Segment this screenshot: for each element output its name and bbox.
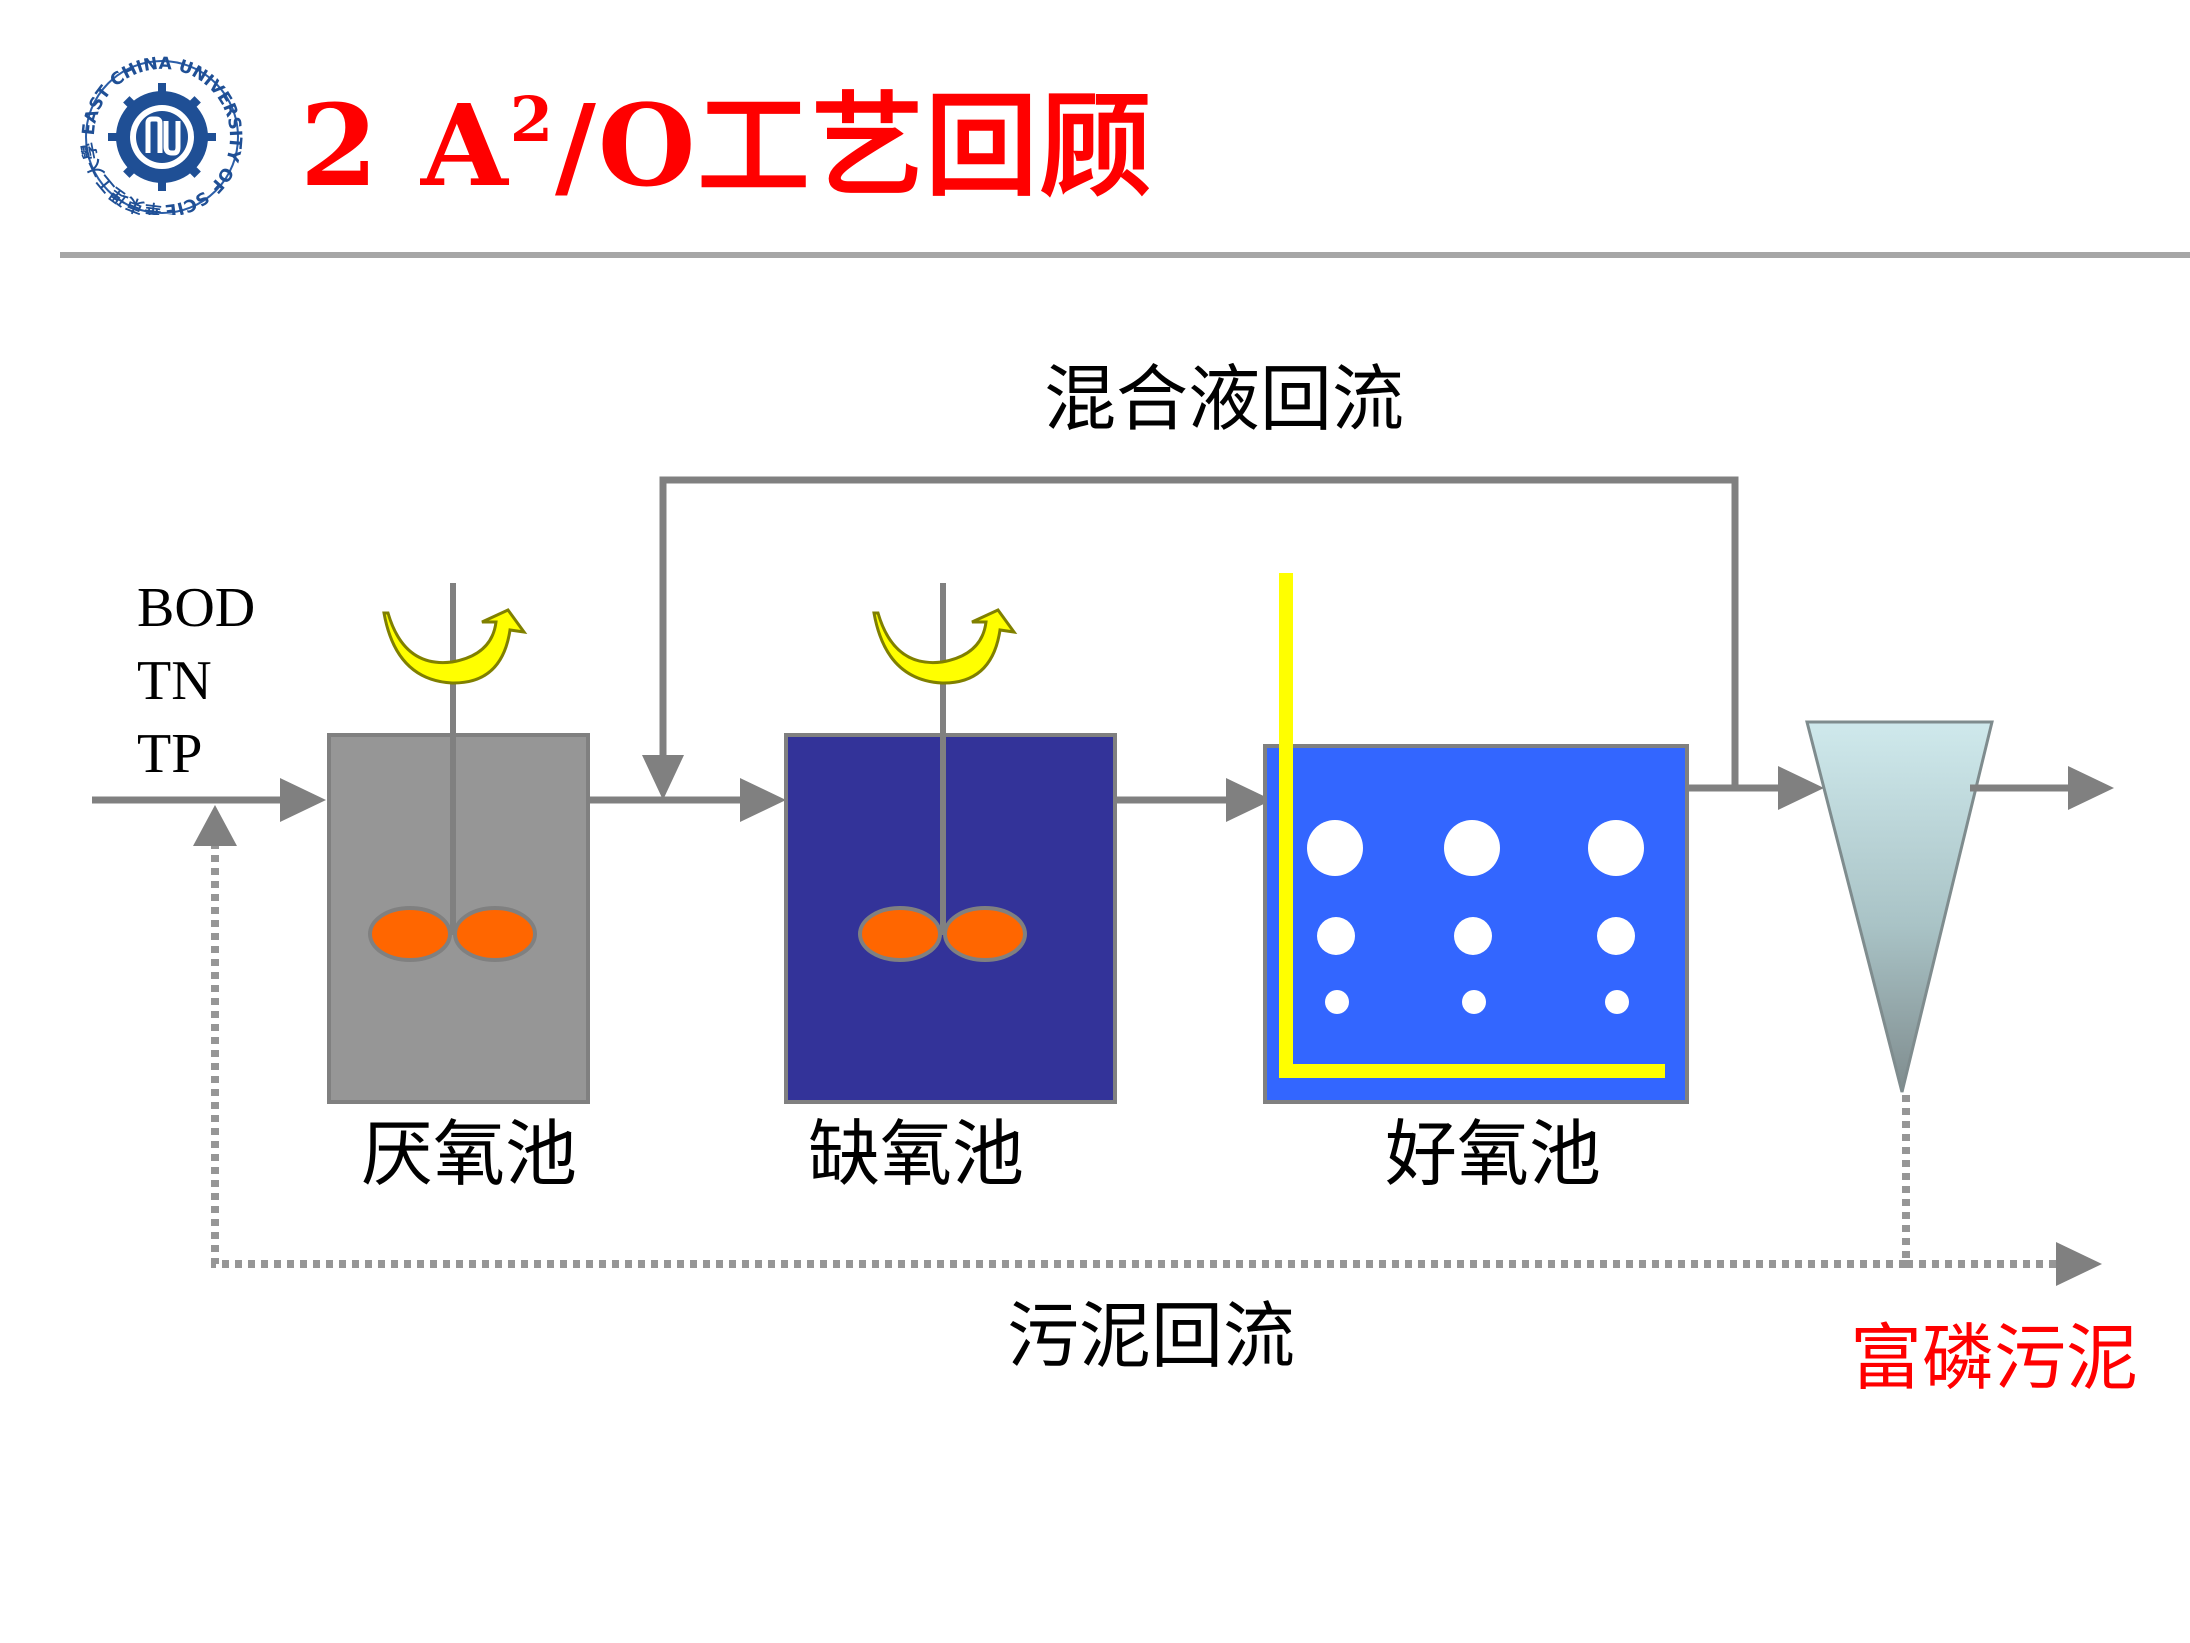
impeller-blade — [368, 906, 452, 962]
bubble — [1462, 990, 1486, 1014]
sludge-return-label: 污泥回流 — [1007, 1294, 1296, 1378]
title-superscript: 2 — [509, 83, 555, 156]
phosphorus-rich-sludge-label: 富磷污泥 — [1850, 1316, 2139, 1400]
mixed-liquor-return-line — [642, 476, 1739, 800]
influent-tp-label: TP — [137, 723, 203, 785]
mixed-liquor-return-label: 混合液回流 — [1044, 357, 1405, 441]
sludge-return-line — [193, 805, 2102, 1286]
impeller-blade — [453, 906, 537, 962]
mixer-anaerobic — [368, 583, 537, 962]
mixer-anoxic — [858, 583, 1027, 962]
bubble — [1325, 990, 1349, 1014]
bubble — [1588, 820, 1644, 876]
rotation-arrow-icon — [872, 608, 1018, 685]
page-title: 2 A2/O工艺回顾 — [300, 82, 1153, 212]
impeller-blade — [858, 906, 942, 962]
flow-arrow-anaerobic-to-anoxic — [590, 778, 786, 822]
secondary-clarifier — [1805, 720, 1994, 1093]
aeration-bubbles — [1307, 820, 1644, 1014]
anaerobic-tank — [327, 733, 590, 1104]
bubble — [1444, 820, 1500, 876]
flow-arrow-aerobic-to-clarifier — [1689, 766, 1824, 810]
bubble — [1307, 820, 1363, 876]
bubble — [1605, 990, 1629, 1014]
anaerobic-tank-label: 厌氧池 — [361, 1112, 578, 1196]
influent-tn-label: TN — [137, 650, 212, 712]
influent-bod-label: BOD — [137, 577, 256, 639]
university-seal-icon — [108, 83, 216, 191]
bubble — [1454, 917, 1492, 955]
title-divider — [60, 252, 2190, 258]
title-suffix: /O工艺回顾 — [554, 81, 1154, 212]
influent-arrow — [92, 778, 326, 822]
impeller-blade — [943, 906, 1027, 962]
effluent-arrow — [1970, 766, 2114, 810]
university-logo: 華東理工大學 EAST CHINA UNIVERSITY OF SCIENCE … — [70, 55, 245, 215]
bubble — [1317, 917, 1355, 955]
title-prefix: 2 A — [300, 81, 510, 212]
flow-arrow-anoxic-to-aerobic — [1117, 778, 1272, 822]
aeration-pipe — [1279, 573, 1665, 1078]
bubble — [1597, 917, 1635, 955]
anoxic-tank-label: 缺氧池 — [808, 1112, 1025, 1196]
aerobic-tank-label: 好氧池 — [1385, 1112, 1602, 1196]
rotation-arrow-icon — [382, 608, 528, 685]
